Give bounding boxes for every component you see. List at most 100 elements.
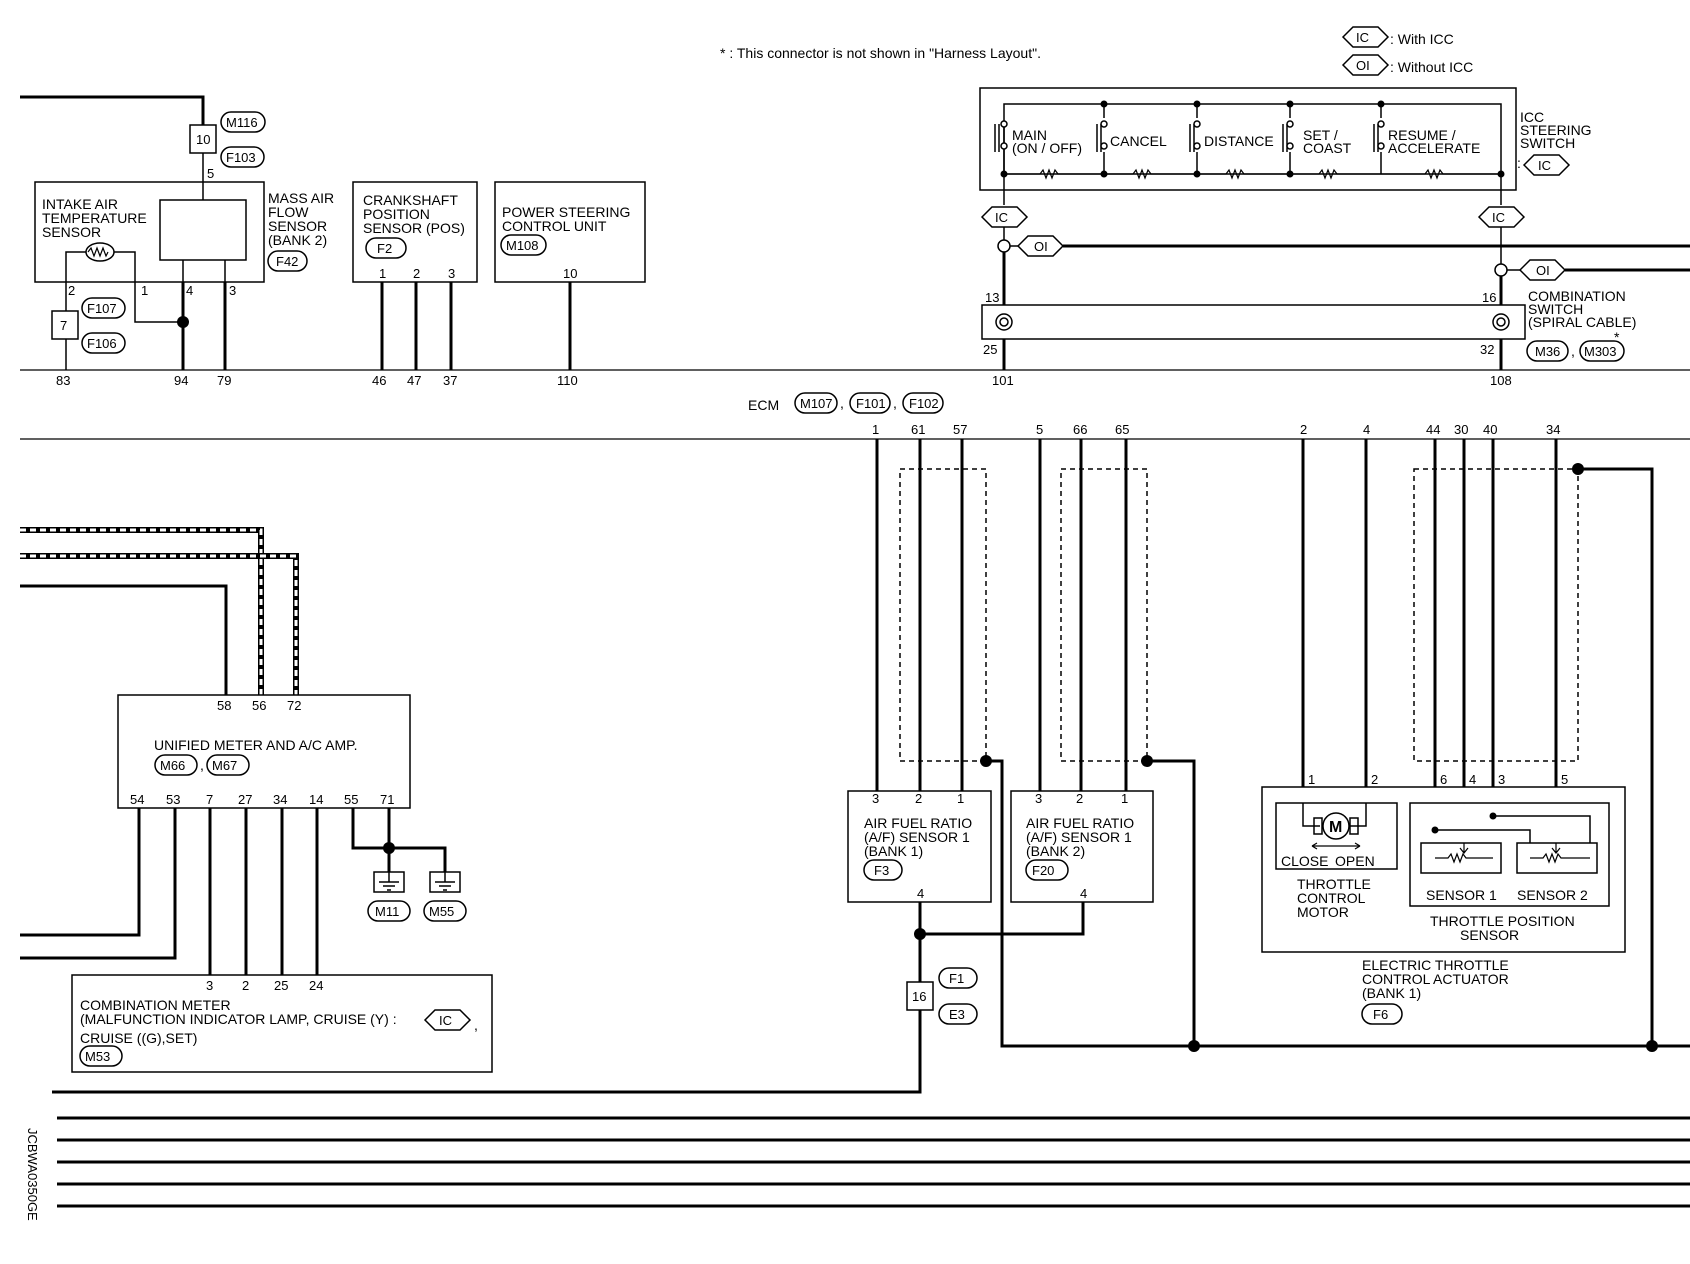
component-label: (BANK 1) [864,843,923,859]
pin-label: 3 [229,283,236,298]
af-sensor-bank2: 3 2 1 AIR FUEL RATIO (A/F) SENSOR 1 (BAN… [920,439,1200,1052]
connector-f3 [863,859,903,881]
component-label: TEMPERATURE [42,210,147,226]
pin-label: 16 [1482,290,1496,305]
shield [1413,468,1579,762]
component-label: SENSOR [1460,927,1519,943]
sensor-wire [1435,829,1531,843]
connector-f42 [267,250,308,272]
ic-legend-label: IC [1356,30,1369,45]
combination-meter-box [71,974,493,1073]
pin-label: 4 [186,283,193,298]
connector-m53-label: M53 [85,1049,110,1064]
connector-m303-label: M303 [1584,344,1617,359]
tps-box [1409,802,1610,907]
switch-label: ACCELERATE [1388,140,1480,156]
intake-air-box [34,181,265,283]
pin-label: 58 [217,698,231,713]
pin-label: 10 [196,132,210,147]
switch-label: DISTANCE [1204,133,1274,149]
combination-meter: 3 2 25 24 COMBINATION METER (MALFUNCTION… [71,974,493,1073]
pin-label: 3 [448,266,455,281]
junction [997,239,1011,253]
drawing-code: JCBWA0350GE [25,1128,40,1221]
pin-label: 79 [217,373,231,388]
motor-brush [1313,817,1323,835]
oi-legend-symbol [1341,54,1390,76]
ground-icon [379,872,399,891]
pin-label: 94 [174,373,188,388]
connector-e3 [938,1003,978,1025]
connector-m53 [79,1045,123,1067]
pin-label: 40 [1483,422,1497,437]
pin-label: 3 [1498,772,1505,787]
component-label: CONTROL UNIT [502,218,607,234]
pin-label: 56 [252,698,266,713]
ic-legend-symbol [1341,26,1390,48]
pin-label: 83 [56,373,70,388]
pin-label: 61 [911,422,925,437]
component-label: COMBINATION METER [80,997,231,1013]
pin-label: 53 [166,792,180,807]
pin-label: 6 [1440,772,1447,787]
component-label: MOTOR [1297,904,1349,920]
connector-m67-label: M67 [212,758,237,773]
motor-close-label: CLOSE [1281,853,1328,869]
pin-label: 2 [1076,791,1083,806]
connector-m55-label: M55 [429,904,454,919]
pin-label: 44 [1426,422,1440,437]
component-label: SENSOR (POS) [363,220,465,236]
pin-label: 54 [130,792,144,807]
sensor1-wiper [1459,843,1469,854]
component-label: SWITCH [1520,135,1575,151]
component-label: CONTROL ACTUATOR [1362,971,1509,987]
maf-element [159,199,247,261]
connector-m36 [1526,340,1569,362]
connector-f2 [365,237,407,259]
connector-f20 [1025,859,1069,881]
separator: , [200,757,204,773]
wire-4 [920,902,1085,936]
pin-label: 2 [413,266,420,281]
splice-dot [1188,1040,1200,1052]
crankshaft-position-sensor: CRANKSHAFT POSITION SENSOR (POS) F2 1 2 … [352,181,478,370]
junction [1494,263,1508,277]
connector-m55 [423,900,467,922]
pin-label: 4 [1363,422,1370,437]
component-label: ICC [1520,109,1544,125]
sensor-wire [1493,815,1591,843]
separator: , [893,395,897,411]
component-label: POWER STEERING [502,204,630,220]
switch-label: CANCEL [1110,133,1167,149]
contact [1193,120,1201,128]
connector-f101-label: F101 [856,396,886,411]
ecm-label: ECM [748,397,779,413]
connector-m116 [220,111,266,133]
pin-label: 4 [1080,886,1087,901]
shield-ground-wire [986,759,1652,1048]
connector-f103-label: F103 [226,150,256,165]
pin-label: 5 [1561,772,1568,787]
pin-label: 25 [983,342,997,357]
thermistor-lead [114,251,136,282]
motor-lead [1302,803,1320,827]
component-label: SENSOR [268,218,327,234]
component-label: THROTTLE [1297,876,1371,892]
connector-f101 [849,392,891,414]
connector-f106-label: F106 [87,336,117,351]
component-label: (MALFUNCTION INDICATOR LAMP, CRUISE (Y) … [80,1011,397,1027]
pin-label: 1 [141,283,148,298]
component-label: COMBINATION [1528,288,1626,304]
sensor2-resistor [1530,852,1590,864]
switch-label: (ON / OFF) [1012,140,1082,156]
wire-m116 [20,95,205,125]
oi-legend-label: OI [1356,58,1370,73]
component-label: UNIFIED METER AND A/C AMP. [154,737,358,753]
component-label: CRANKSHAFT [363,192,458,208]
pin-label: 110 [557,373,578,388]
connector-f102-label: F102 [909,396,939,411]
pin-label: 4 [917,886,924,901]
connector-f6-label: F6 [1373,1007,1388,1022]
unified-meter-box [117,694,411,809]
connector-m66 [154,754,198,776]
